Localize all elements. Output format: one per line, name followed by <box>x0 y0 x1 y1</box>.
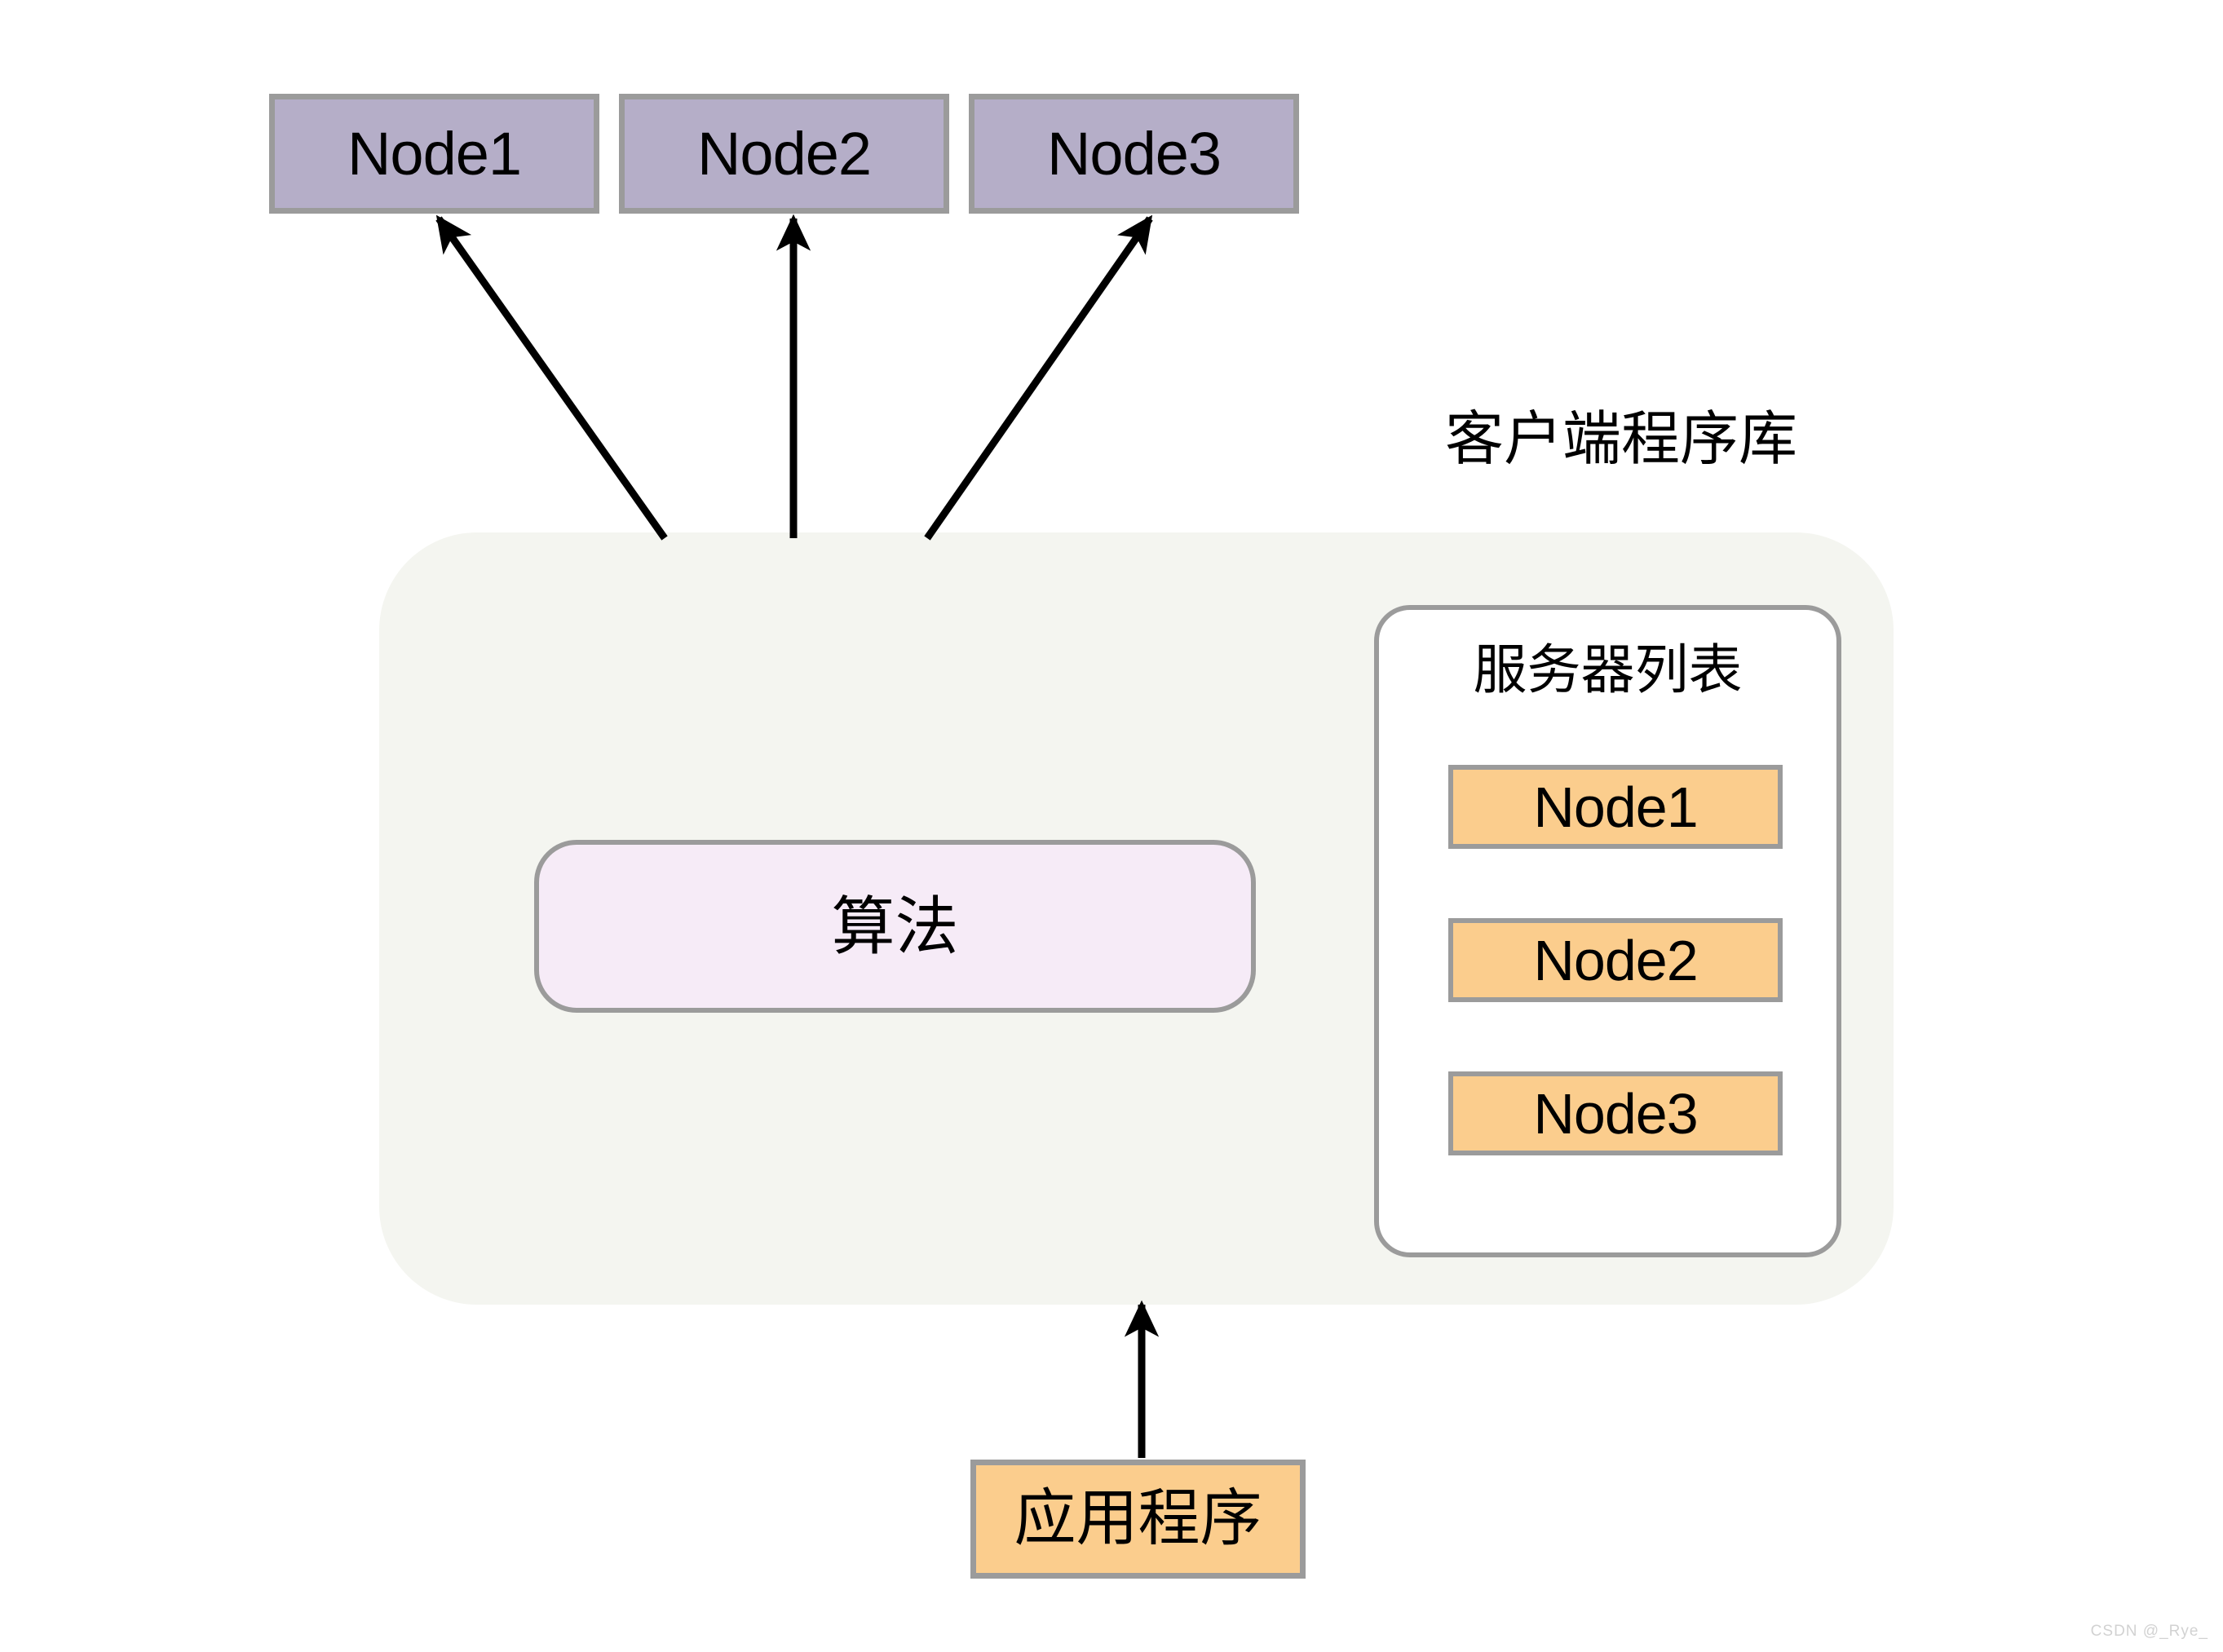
top-node-box-3: Node3 <box>969 94 1299 214</box>
top-node-label-2: Node2 <box>696 119 872 188</box>
server-list-item-label-1: Node1 <box>1533 775 1698 839</box>
server-list-item-1: Node1 <box>1448 765 1783 849</box>
server-list-item-label-2: Node2 <box>1533 928 1698 992</box>
top-node-box-1: Node1 <box>269 94 599 214</box>
server-list-panel: 服务器列表 Node1 Node2 Node3 <box>1374 605 1841 1257</box>
top-node-box-2: Node2 <box>619 94 949 214</box>
algorithm-to-node1 <box>435 214 668 541</box>
csdn-watermark: CSDN @_Rye_ <box>2090 1623 2208 1640</box>
top-node-label-1: Node1 <box>347 119 522 188</box>
server-list-item-label-3: Node3 <box>1533 1081 1698 1146</box>
top-node-label-3: Node3 <box>1046 119 1222 188</box>
server-list-item-2: Node2 <box>1448 918 1783 1002</box>
server-list-item-3: Node3 <box>1448 1071 1783 1155</box>
algorithm-to-node3 <box>924 214 1153 541</box>
algorithm-box: 算法 <box>534 840 1256 1013</box>
application-label: 应用程序 <box>1014 1484 1262 1553</box>
server-list-title: 服务器列表 <box>1473 639 1743 700</box>
application-box: 应用程序 <box>970 1460 1306 1579</box>
algorithm-label: 算法 <box>831 890 959 962</box>
client-library-label: 客户端程序库 <box>1445 407 1798 472</box>
